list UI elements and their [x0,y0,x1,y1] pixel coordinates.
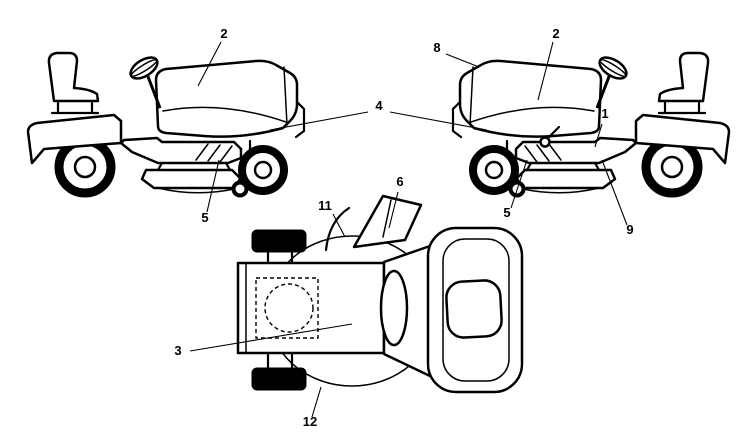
leader-line [189,323,353,352]
callout-2-right: 2 [552,26,559,41]
control-lever [546,125,561,140]
leader-line [445,53,480,68]
leader-line [537,41,554,101]
rear-body-inner [442,238,510,382]
leader-line [388,191,399,229]
callout-12: 12 [303,414,317,429]
callout-8: 8 [433,40,440,55]
control-lever-knob [539,136,551,148]
leader-line [269,111,369,131]
callout-2-left: 2 [220,26,227,41]
leader-line [311,386,322,418]
callout-6: 6 [396,174,403,189]
callouts: 2 4 5 8 2 1 5 9 6 11 3 12 [174,26,633,429]
discharge-chute [352,194,423,249]
axle-links [266,250,294,370]
left-side-view [28,53,304,196]
engine-dashed-circle [264,283,314,333]
callout-4: 4 [375,98,383,113]
callout-9: 9 [626,222,633,237]
leader-line [510,159,528,209]
leader-line [197,41,222,87]
leader-line [332,213,346,238]
front-wheel-right [251,367,307,391]
callout-5-right: 5 [503,205,510,220]
front-wheel-left [251,229,307,253]
callout-1: 1 [601,106,608,121]
chute-fold-line [382,199,392,238]
callout-11: 11 [318,198,332,213]
engine-dashed-outline [255,277,319,339]
leader-line [206,159,220,213]
seat-top [445,279,503,339]
leader-line [389,111,488,131]
callout-3: 3 [174,343,181,358]
right-side-details [539,125,561,148]
leader-line [601,159,628,226]
top-view [236,194,524,394]
right-side-view [453,53,729,196]
callout-5-left: 5 [201,210,208,225]
leader-line [594,123,603,148]
steering-wheel-top [379,269,409,347]
body-edge-curve [324,206,351,252]
